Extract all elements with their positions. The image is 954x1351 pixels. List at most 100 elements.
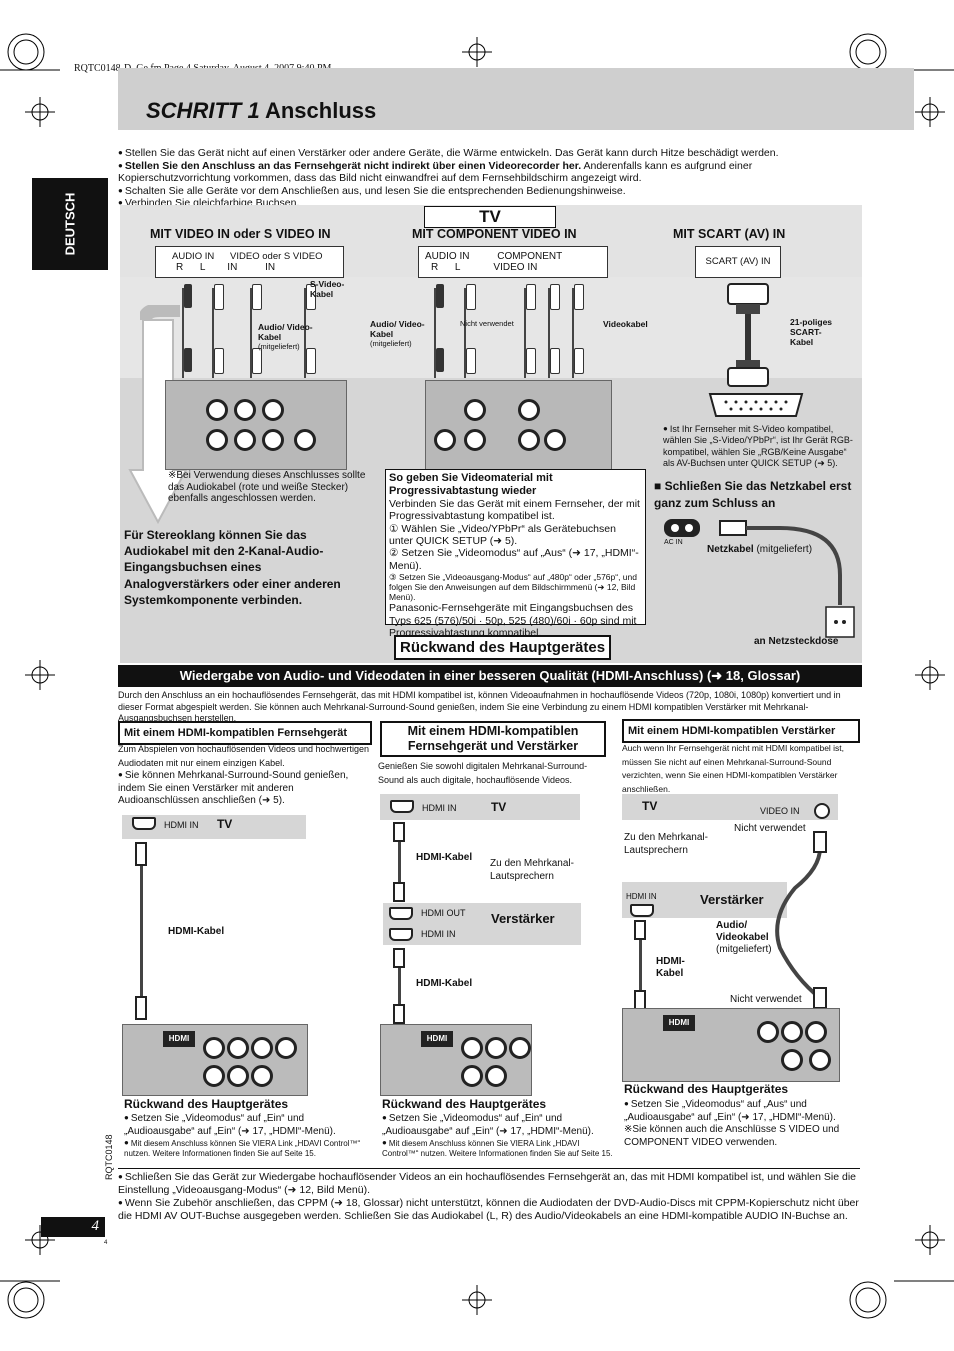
hdmi-port-icon [389, 928, 413, 941]
hdmi-col2-cable-a [393, 822, 405, 902]
hdmi-in-label: HDMI IN [164, 820, 199, 830]
hdmi-col3-amp: HDMI IN Verstärker [622, 882, 787, 918]
model-code: RQTC0148 [104, 1134, 114, 1180]
hdmi-col3-rear-panel: HDMI [622, 1008, 840, 1082]
video-in-label: VIDEO IN [760, 806, 800, 816]
intro-bold: Stellen Sie den Anschluss an das Fernseh… [124, 159, 582, 172]
progressive-step: ① Wählen Sie „Video/YPbPr“ als Gerätebuc… [389, 522, 616, 548]
tv-label: TV [642, 799, 658, 813]
hdmi-col1-cable-label: HDMI-Kabel [168, 926, 225, 937]
col1-rear-panel [165, 380, 347, 470]
col2-not-used: Nicht verwendet [460, 319, 514, 328]
hdmi-col3-tv-bar: TV VIDEO IN [622, 794, 838, 820]
col1-jack-text: AUDIO IN VIDEO oder S VIDEO [172, 251, 323, 262]
hdmi-port-icon [389, 907, 413, 920]
svideo-cable-label: S-Video-Kabel [310, 279, 345, 299]
tv-label-box: TV [424, 206, 556, 228]
col1-jack-sub: R L IN IN [176, 262, 276, 273]
power-cable-icon [664, 519, 855, 638]
intro-rest: Anderenfalls kann es aufgrund einer Kopi… [118, 159, 753, 185]
intro-bullet: Stellen Sie das Gerät nicht auf einen Ve… [118, 147, 838, 160]
progressive-title: So geben Sie Videomaterial mit Progressi… [389, 472, 553, 497]
hdmi-col1-desc: Zum Abspielen von hochauflösenden Videos… [118, 744, 370, 768]
hdmi-col1-rear: Rückwand des Hauptgerätes [124, 1097, 289, 1111]
footer-divider [118, 1168, 860, 1169]
col1-cable-group [172, 282, 322, 382]
progressive-step-text: Setzen Sie „Videomodus“ auf „Aus“ (➜ 17,… [389, 547, 639, 572]
hdmi-col3-note2: ※Sie können auch die Anschlüsse S VIDEO … [624, 1124, 840, 1148]
scart-cable-label: 21-poliges SCART-Kabel [790, 317, 833, 347]
side-tab: DEUTSCH [32, 178, 108, 270]
hdmi-col1-title: Mit einem HDMI-kompatiblen Fernsehgerät [118, 721, 372, 745]
col1-av-cable: Audio/ Video- Kabel (mitgeliefert) [258, 322, 318, 351]
hdmi-col3-notes: Setzen Sie „Videomodus“ auf „Aus“ und „A… [624, 1099, 860, 1149]
col3-jack-box: SCART (AV) IN [695, 246, 781, 278]
hdmi-col2-rear-panel: HDMI [380, 1024, 532, 1096]
stereo-note: Für Stereoklang können Sie das Audiokabe… [124, 528, 341, 607]
hdmi-col1-note1: Setzen Sie „Videomodus“ auf „Ein“ und „A… [124, 1113, 364, 1138]
page-number-bar: 4 [41, 1217, 105, 1237]
hdmi-col2-tv-bar: HDMI IN TV [380, 794, 580, 820]
title-bar: SCHRITT 1 Anschluss [118, 68, 914, 130]
svideo-note-text: Bei Verwendung dieses Anschlusses sollte… [168, 470, 366, 504]
hdmi-col3-speakers: Zu den Mehrkanal-Lautsprechern [624, 832, 708, 856]
hdmi-col1-cable [135, 842, 147, 1022]
side-tab-label: DEUTSCH [62, 192, 78, 256]
av-cable-sub: (mitgeliefert) [716, 944, 772, 955]
power-title-text: Schließen Sie das Netzkabel erst ganz zu… [654, 479, 852, 510]
hdmi-in-label: HDMI IN [626, 892, 657, 901]
hdmi-col3-rear: Rückwand des Hauptgerätes [624, 1082, 789, 1096]
hdmi-col2-note1: Setzen Sie „Videomodus“ auf „Ein“ und „A… [382, 1113, 614, 1138]
hdmi-in2-label: HDMI IN [421, 928, 456, 939]
amp-label: Verstärker [491, 911, 555, 926]
progressive-step: ③ Setzen Sie „Videoausgang-Modus“ auf „4… [389, 572, 637, 603]
hdmi-col1-notes: Setzen Sie „Videomodus“ auf „Ein“ und „A… [124, 1113, 364, 1159]
hdmi-col2-title: Mit einem HDMI-kompatiblen Fernsehgerät … [380, 721, 606, 757]
col2-jack-sub: R L VIDEO IN [431, 262, 538, 273]
hdmi-col1-note2: Mit diesem Anschluss können Sie VIERA Li… [124, 1138, 364, 1159]
col2-rear-panel [425, 380, 612, 470]
hdmi-col3-not-used2: Nicht verwendet [730, 994, 802, 1005]
hdmi-col1-text: Zum Abspielen von hochauflösenden Videos… [118, 743, 370, 808]
footer-bullet: Schließen Sie das Gerät zur Wiedergabe h… [118, 1171, 860, 1197]
tv-label: TV [216, 817, 233, 831]
progressive-step-text: Wählen Sie „Video/YPbPr“ als Gerätebuchs… [389, 522, 616, 548]
progressive-intro: Verbinden Sie das Gerät mit einem Fernse… [389, 497, 640, 523]
hdmi-col1-rear-panel: HDMI [122, 1024, 308, 1096]
scart-port-icon [708, 393, 804, 417]
hdmi-col2-rear: Rückwand des Hauptgerätes [382, 1097, 547, 1111]
power-cable-name: Netzkabel [707, 544, 754, 555]
hdmi-col3-cable-label: HDMI-Kabel [656, 956, 685, 979]
hdmi-intro: Durch den Anschluss an ein hochauflösend… [118, 690, 841, 724]
col2-video-cable: Videokabel [603, 319, 648, 329]
arrow-stem [140, 305, 180, 321]
hdmi-out-label: HDMI OUT [421, 907, 466, 918]
tv-label: TV [490, 800, 507, 814]
hdmi-col3-cable [634, 920, 646, 1010]
power-cable-label: Netzkabel (mitgeliefert) [707, 544, 812, 556]
scart-cable-icon [727, 283, 769, 387]
hdmi-col2-cable-b [393, 948, 405, 1024]
hdmi-col2-cable-label: HDMI-Kabel [416, 852, 473, 863]
down-arrow-icon [128, 319, 188, 525]
amp-label: Verstärker [700, 892, 764, 907]
hdmi-in-row: HDMI IN [389, 928, 456, 941]
scart-note-text: Ist Ihr Fernseher mit S-Video kompatibel… [663, 424, 853, 468]
col2-av-cable-label: Audio/ Video- Kabel [370, 319, 425, 339]
rear-panel-label: Rückwand des Hauptgerätes [394, 635, 612, 660]
video-in-jack-icon [814, 803, 830, 819]
col3-title: MIT SCART (AV) IN [673, 227, 786, 241]
page-number: 4 [91, 1218, 100, 1234]
intro-bullet: Schalten Sie alle Geräte vor dem Anschli… [118, 185, 838, 198]
outlet-label: an Netzsteckdose [754, 636, 839, 647]
col2-cable-group [424, 282, 594, 382]
title-step: SCHRITT 1 [146, 98, 260, 123]
hdmi-col3-note2-text: Sie können auch die Anschlüsse S VIDEO u… [624, 1124, 840, 1148]
hdmi-col3-note1: Setzen Sie „Videomodus“ auf „Aus“ und „A… [624, 1099, 860, 1124]
hdmi-col2-notes: Setzen Sie „Videomodus“ auf „Ein“ und „A… [382, 1113, 614, 1159]
hdmi-port-icon [630, 904, 654, 917]
title-rest: Anschluss [259, 98, 377, 123]
col2-title: MIT COMPONENT VIDEO IN [412, 227, 577, 241]
hdmi-col2-speakers: Zu den Mehrkanal-Lautsprechern [490, 858, 574, 882]
hdmi-col2-cable2-label: HDMI-Kabel [416, 978, 473, 989]
